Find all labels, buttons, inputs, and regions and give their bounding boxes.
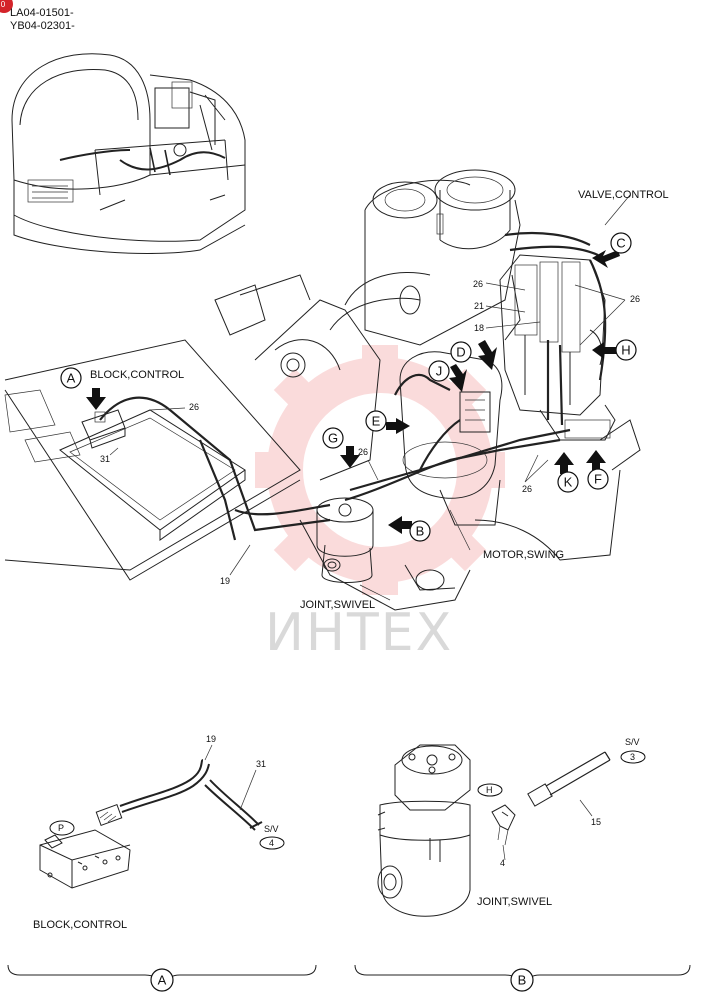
callout-j: J (436, 364, 443, 379)
arrow-h (592, 342, 618, 359)
detail-b-drawing (377, 744, 611, 917)
callout-circles (60, 232, 637, 542)
label-block-control-detail: BLOCK,CONTROL (33, 919, 127, 931)
callout-arrows (86, 250, 620, 534)
excavator-overview-sketch (11, 53, 246, 254)
part-26-c: 26 (473, 279, 483, 289)
callout-d: D (456, 345, 465, 360)
arrow-e (386, 418, 410, 434)
part-26-e: 26 (522, 484, 532, 494)
swivel-joint (316, 497, 374, 583)
part-26-d: 26 (630, 294, 640, 304)
part-18: 18 (474, 323, 484, 333)
arrow-a (86, 388, 106, 410)
callout-letters: C H D J E G B A K F (67, 236, 631, 539)
serial-number-2: YB04-02301- (10, 20, 75, 32)
part-19-main: 19 (220, 576, 230, 586)
section-b-circle (510, 968, 534, 992)
tag-sv-b: S/V (625, 737, 640, 747)
serial-number-1: LA04-01501- (10, 7, 74, 19)
callout-g: G (328, 431, 338, 446)
watermark-gear-logo (255, 345, 505, 595)
arrow-b (388, 516, 412, 534)
detail-a-tags: P 19 31 S/V 4 (49, 734, 285, 850)
label-joint-swivel-detail: JOINT,SWIVEL (477, 896, 552, 908)
part-4-detail: 4 (500, 858, 505, 868)
callout-a: A (67, 371, 76, 386)
control-valve-assembly (499, 254, 616, 441)
section-a-circle (150, 968, 174, 992)
arrow-k (554, 452, 574, 474)
tag-h: H (486, 785, 493, 795)
label-motor-swing: MOTOR,SWING (483, 549, 564, 561)
callout-f: F (594, 472, 602, 487)
callout-k: K (564, 475, 573, 490)
arrow-f (586, 450, 606, 472)
section-a-label: A (158, 973, 167, 988)
page-marker-badge (0, 0, 13, 13)
watermark-text: ИНТЕХ (265, 603, 453, 663)
callout-b: B (416, 524, 425, 539)
tag-sv-a: S/V (264, 824, 279, 834)
section-brackets (7, 964, 691, 986)
arrow-d (478, 340, 497, 370)
part-26-a: 26 (189, 402, 199, 412)
arrow-c (592, 250, 620, 268)
label-block-control-main: BLOCK,CONTROL (90, 369, 184, 381)
swing-motor (399, 351, 503, 526)
control-block-main (81, 409, 126, 449)
part-31-detail: 31 (256, 759, 266, 769)
section-b-label: B (518, 973, 527, 988)
part-15-detail: 15 (591, 817, 601, 827)
callout-e: E (372, 414, 381, 429)
detail-b-tags: H S/V 3 4 15 (477, 737, 646, 868)
arrow-g (340, 446, 360, 468)
page-marker-text: 0 (1, 0, 6, 9)
callout-c: C (616, 236, 625, 251)
part-21: 21 (474, 301, 484, 311)
arrow-j (449, 364, 467, 392)
tag-sv-b-number: 3 (630, 752, 635, 762)
label-joint-swivel-main: JOINT,SWIVEL (300, 599, 375, 611)
detail-a-drawing (39, 744, 263, 889)
leader-lines (109, 194, 631, 601)
callout-h: H (621, 343, 630, 358)
tag-p: P (58, 823, 64, 833)
part-26-b: 26 (358, 447, 368, 457)
tag-sv-a-number: 4 (269, 838, 274, 848)
piping-routes (99, 231, 607, 541)
part-19-detail: 19 (206, 734, 216, 744)
part-31-main: 31 (100, 454, 110, 464)
label-valve-control: VALVE,CONTROL (578, 189, 669, 201)
